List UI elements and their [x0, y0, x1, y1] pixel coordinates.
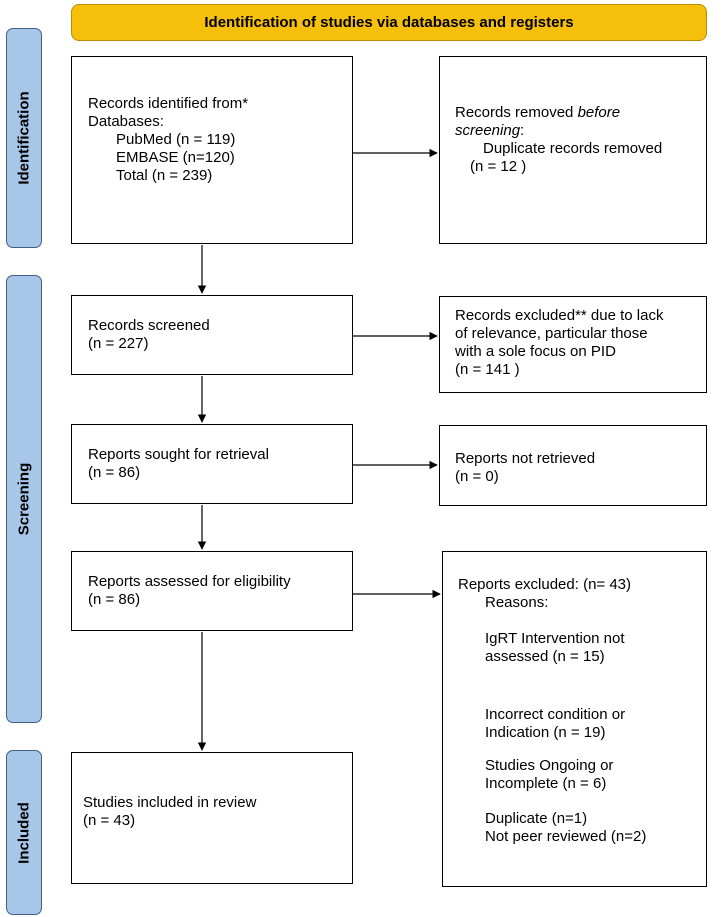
records-identified-line2: Databases: — [88, 113, 164, 130]
phase-included: Included — [6, 750, 42, 915]
records-excluded-line2: of relevance, particular those — [455, 325, 648, 342]
records-screened-label: Records screened — [88, 317, 210, 334]
records-removed-count: (n = 12 ) — [470, 158, 527, 175]
phase-identification: Identification — [6, 28, 42, 248]
reports-not-retrieved-box: Reports not retrieved (n = 0) — [439, 425, 707, 506]
reports-assessed-label: Reports assessed for eligibility — [88, 573, 291, 590]
duplicates-removed: Duplicate records removed — [483, 140, 663, 157]
pubmed-count: PubMed (n = 119) — [116, 131, 236, 148]
reports-sought-label: Reports sought for retrieval — [88, 446, 269, 463]
identification-banner: Identification of studies via databases … — [71, 4, 707, 41]
records-excluded-box: Records excluded** due to lack of releva… — [439, 296, 707, 393]
reason-condition-line1: Incorrect condition or — [485, 706, 626, 723]
banner-title: Identification of studies via databases … — [204, 14, 574, 31]
reports-not-retrieved-label: Reports not retrieved — [455, 450, 596, 467]
reason-duplicate: Duplicate (n=1) — [485, 810, 588, 827]
reasons-label: Reasons: — [485, 594, 549, 611]
reason-condition-line2: Indication (n = 19) — [485, 724, 606, 741]
studies-included-box: Studies included in review (n = 43) — [71, 752, 353, 884]
records-identified-box: Records identified from* Databases: PubM… — [71, 56, 353, 244]
records-screened-count: (n = 227) — [88, 335, 149, 352]
records-removed-line1: Records removed before — [455, 104, 621, 121]
total-count: Total (n = 239) — [116, 167, 213, 184]
reason-intervention-line2: assessed (n = 15) — [485, 648, 605, 665]
records-excluded-line3: with a sole focus on PID — [455, 343, 616, 360]
records-excluded-count: (n = 141 ) — [455, 361, 520, 378]
embase-count: EMBASE (n=120) — [116, 149, 235, 166]
studies-included-label: Studies included in review — [83, 794, 257, 811]
reason-ongoing-line2: Incomplete (n = 6) — [485, 775, 607, 792]
reports-assessed-box: Reports assessed for eligibility (n = 86… — [71, 551, 353, 631]
records-identified-line1: Records identified from* — [88, 95, 249, 112]
records-removed-box: Records removed before screening: Duplic… — [439, 56, 707, 244]
reports-assessed-count: (n = 86) — [88, 591, 141, 608]
reason-not-peer-reviewed: Not peer reviewed (n=2) — [485, 828, 647, 845]
phase-screening: Screening — [6, 275, 42, 723]
reports-sought-count: (n = 86) — [88, 464, 141, 481]
reports-excluded-box: Reports excluded: (n= 43) Reasons: IgRT … — [442, 551, 707, 887]
reason-ongoing-line1: Studies Ongoing or — [485, 757, 614, 774]
studies-included-count: (n = 43) — [83, 812, 136, 829]
reason-intervention-line1: IgRT Intervention not — [485, 630, 625, 647]
records-removed-line2: screening: — [455, 122, 525, 139]
reports-sought-box: Reports sought for retrieval (n = 86) — [71, 424, 353, 504]
reports-not-retrieved-count: (n = 0) — [455, 468, 499, 485]
records-excluded-line1: Records excluded** due to lack — [455, 307, 664, 324]
records-screened-box: Records screened (n = 227) — [71, 295, 353, 375]
reports-excluded-total: Reports excluded: (n= 43) — [458, 576, 632, 593]
